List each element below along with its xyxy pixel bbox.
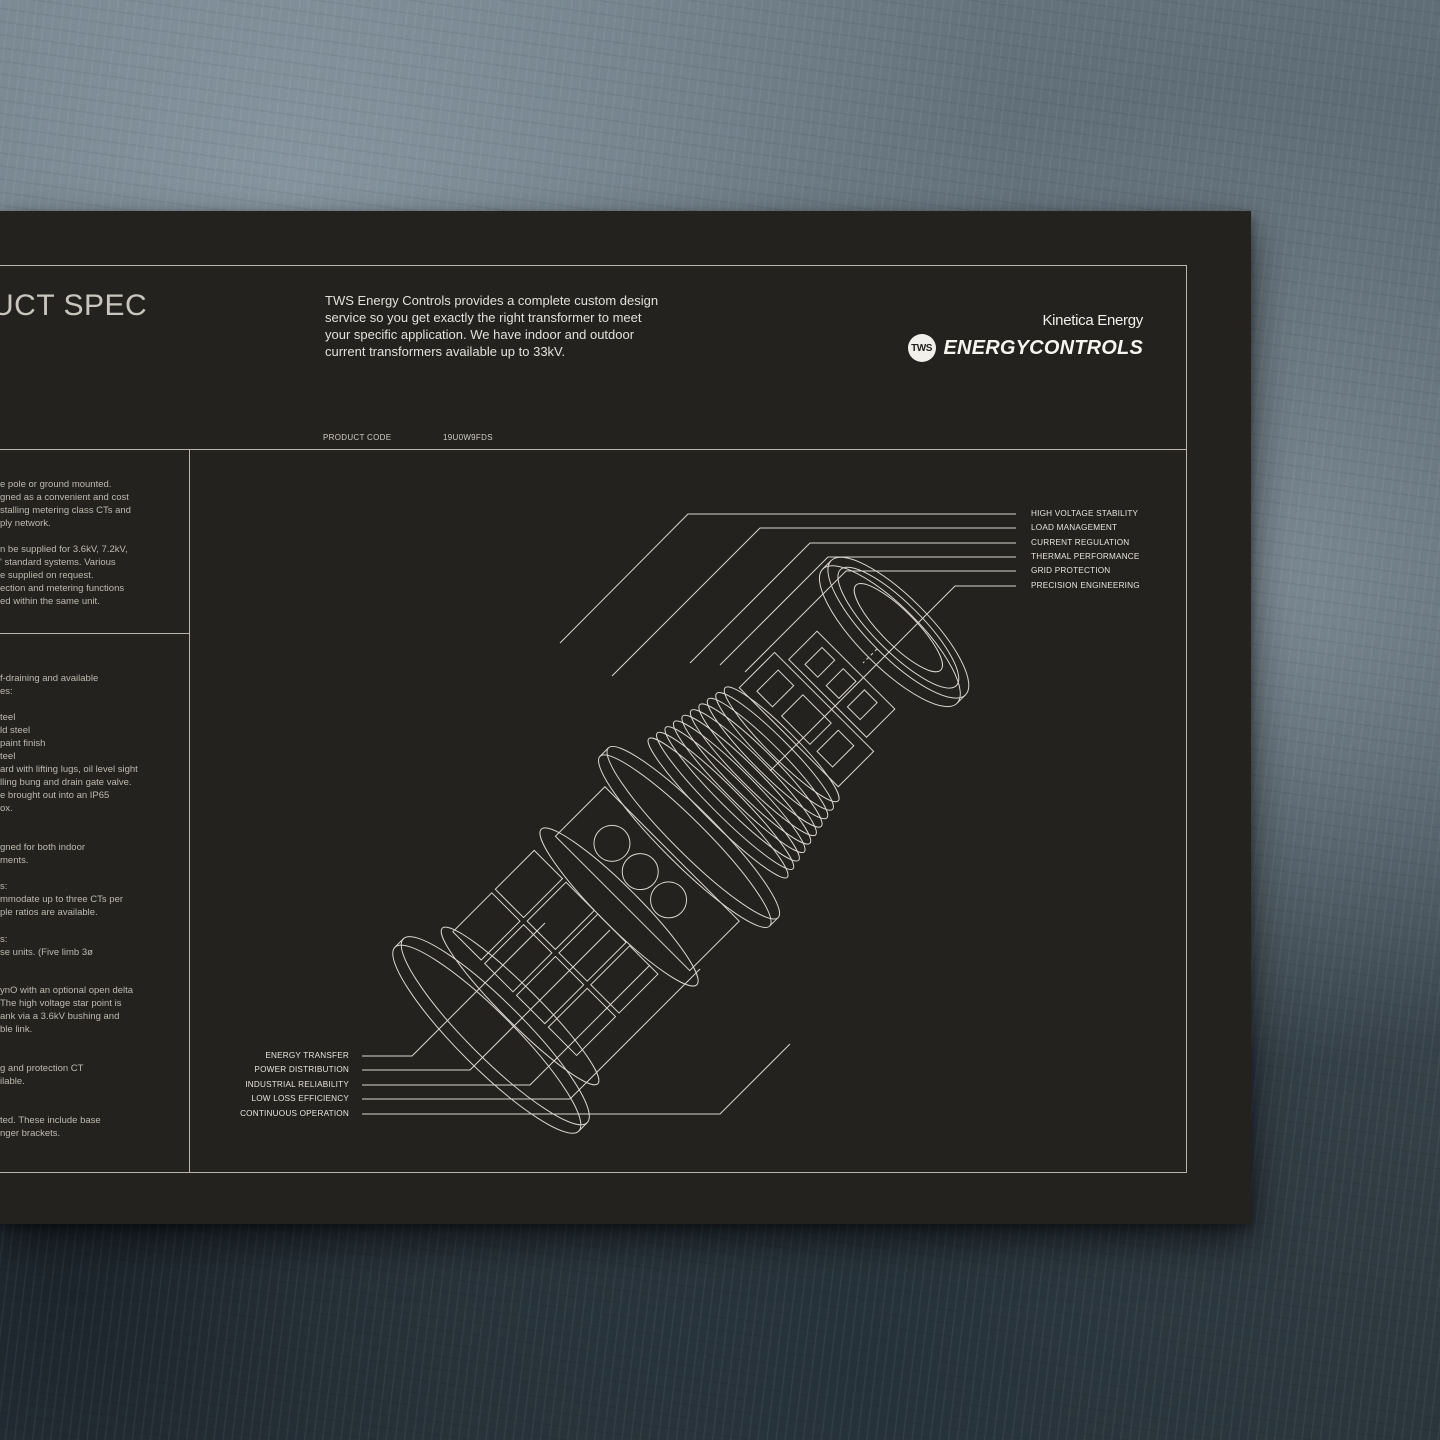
leader-line <box>689 542 1016 664</box>
end-cap-inner <box>837 566 960 689</box>
spec-text-block: e pole or ground mounted. gned as a conv… <box>0 479 131 607</box>
leader-line <box>769 585 1016 772</box>
callout-label-right: CURRENT REGULATION <box>1031 538 1130 547</box>
leader-line <box>744 570 1016 673</box>
spec-text-block: ted. These include base nger brackets. <box>0 1115 101 1139</box>
coil-rings <box>647 686 840 879</box>
lower-modules <box>440 849 659 1086</box>
frame-right-line <box>1186 265 1187 1173</box>
callout-label-right: THERMAL PERFORMANCE <box>1031 552 1140 561</box>
brand-parent-name: Kinetica Energy <box>1042 312 1143 329</box>
transformer-exploded-drawing <box>362 513 1016 1134</box>
callout-label-left: CONTINUOUS OPERATION <box>240 1109 349 1118</box>
spec-text-block: s: se units. (Five limb 3ø <box>0 934 93 958</box>
product-code-label: PRODUCT CODE <box>323 433 392 442</box>
callout-label-left: INDUSTRIAL RELIABILITY <box>245 1080 349 1089</box>
leader-line <box>559 513 1016 644</box>
frame-top-line <box>0 265 1187 266</box>
frame-column-split <box>0 633 190 634</box>
intro-paragraph: TWS Energy Controls provides a complete … <box>325 293 659 359</box>
frame-bottom-line <box>0 1172 1187 1173</box>
callout-label-right: PRECISION ENGINEERING <box>1031 581 1140 590</box>
module-block <box>788 630 896 738</box>
leader-line <box>362 1043 791 1115</box>
callout-label-right: HIGH VOLTAGE STABILITY <box>1031 509 1139 518</box>
product-code-value: 19U0W9FDS <box>443 433 493 442</box>
callout-label-left: ENERGY TRANSFER <box>265 1051 349 1060</box>
spec-text-block: g and protection CT ilable. <box>0 1063 84 1087</box>
callout-label-right: LOAD MANAGEMENT <box>1031 523 1118 532</box>
mid-housing <box>554 786 740 972</box>
leader-line <box>719 556 1016 666</box>
callout-label-left: POWER DISTRIBUTION <box>254 1065 349 1074</box>
callout-label-right: GRID PROTECTION <box>1031 566 1111 575</box>
transformer-body <box>392 556 970 1134</box>
spec-text-block: f-draining and available es: teel ld ste… <box>0 673 138 814</box>
brand-badge-icon: TWS <box>907 334 936 362</box>
spec-sheet: UCT SPEC TWS Energy Controls provides a … <box>0 211 1251 1224</box>
module-block <box>738 651 875 788</box>
page-title: UCT SPEC <box>0 289 148 322</box>
leader-line <box>362 922 546 1057</box>
brand-logo: TWS ENERGYCONTROLS <box>907 334 1143 362</box>
frame-column-divider <box>189 449 190 1173</box>
leader-line <box>611 527 1016 677</box>
frame-header-divider <box>0 449 1187 450</box>
brand-name: ENERGYCONTROLS <box>943 336 1143 359</box>
spec-text-block: s: mmodate up to three CTs per ple ratio… <box>0 881 124 918</box>
callout-label-left: LOW LOSS EFFICIENCY <box>251 1094 349 1103</box>
leader-line <box>362 964 651 1086</box>
spec-text-block: ynO with an optional open delta The high… <box>0 985 134 1035</box>
leader-line <box>362 968 701 1100</box>
spec-text-block: gned for both indoor ments. <box>0 842 86 866</box>
leader-line <box>362 929 611 1071</box>
